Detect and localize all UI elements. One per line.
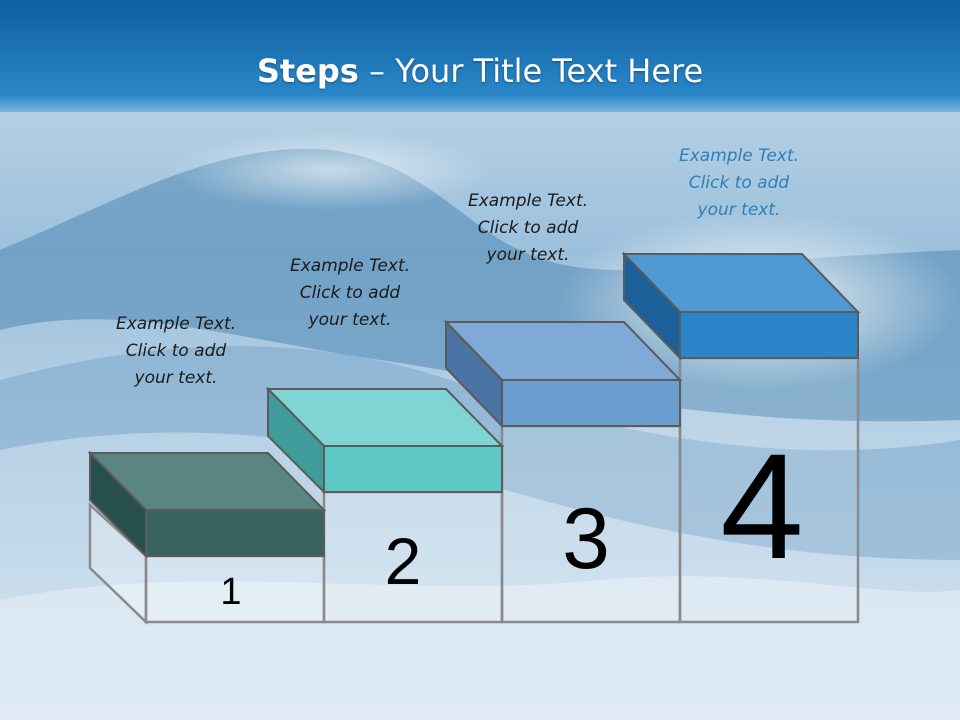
caption-line: Example Text. — [115, 314, 237, 334]
caption-line: Example Text. — [467, 191, 589, 211]
caption-line: Example Text. — [678, 146, 800, 166]
caption-line: your text. — [486, 245, 570, 265]
step-2-number: 2 — [385, 524, 422, 598]
caption-line: Click to add — [299, 283, 401, 303]
step-1-number: 1 — [220, 571, 241, 613]
step-2-caption[interactable]: Example Text. Click to add your text. — [250, 253, 450, 334]
step-1-caption[interactable]: Example Text. Click to add your text. — [76, 311, 276, 392]
caption-line: your text. — [697, 200, 781, 220]
caption-line: Click to add — [688, 173, 790, 193]
step-3-number: 3 — [562, 491, 610, 587]
caption-line: Click to add — [125, 341, 227, 361]
slide-title-bold: Steps — [256, 52, 359, 90]
slide-title: Steps – Your Title Text Here — [0, 52, 960, 90]
step-4-block — [621, 251, 861, 361]
step-4-caption[interactable]: Example Text. Click to add your text. — [639, 143, 839, 224]
caption-line: your text. — [308, 310, 392, 330]
step-3-caption[interactable]: Example Text. Click to add your text. — [428, 188, 628, 269]
slide-title-rest: – Your Title Text Here — [358, 52, 704, 90]
step-3-block — [443, 319, 683, 429]
caption-line: Click to add — [477, 218, 579, 238]
step-2-block — [265, 386, 505, 495]
caption-line: your text. — [134, 368, 218, 388]
step-4-number: 4 — [720, 422, 803, 590]
caption-line: Example Text. — [289, 256, 411, 276]
step-1-block — [87, 450, 327, 559]
